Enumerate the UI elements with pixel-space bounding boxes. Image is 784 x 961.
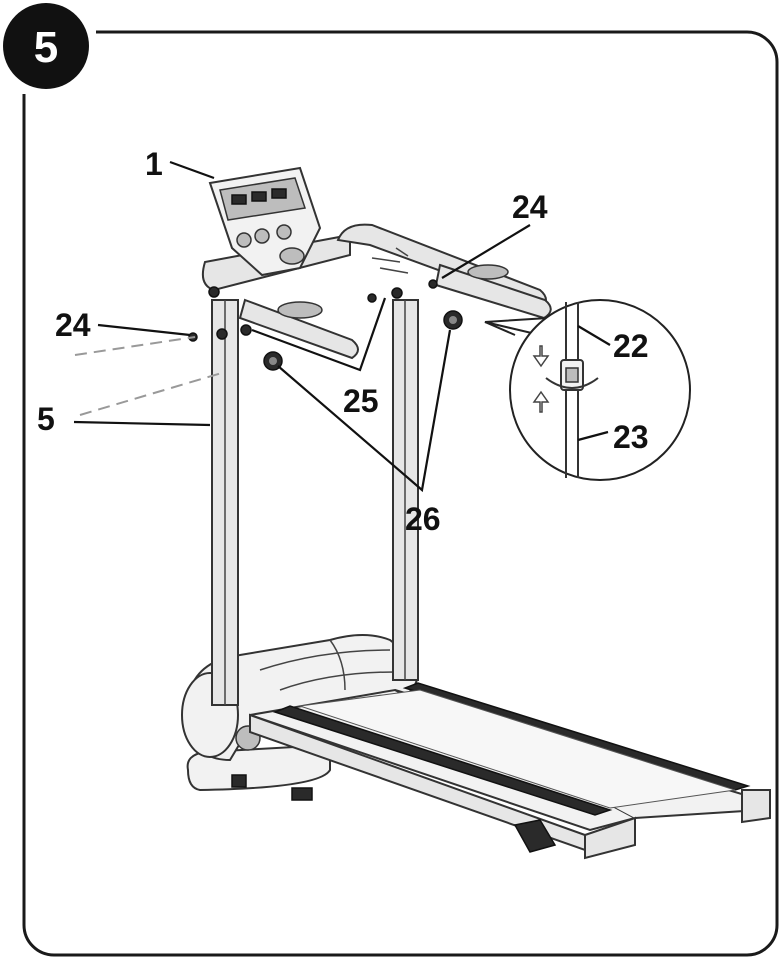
callout-22: 22 bbox=[613, 328, 649, 364]
callout-25: 25 bbox=[343, 383, 379, 419]
console bbox=[208, 166, 322, 277]
callout-labels: 1 24 24 5 25 26 22 23 bbox=[37, 146, 649, 537]
leader-lines bbox=[73, 160, 611, 493]
detail-magnifier bbox=[484, 299, 691, 481]
callout-5: 5 bbox=[37, 401, 55, 437]
assembly-guides bbox=[74, 336, 226, 416]
callout-26: 26 bbox=[405, 501, 441, 537]
step-badge: 5 bbox=[0, 0, 96, 94]
treadmill-drawing bbox=[181, 166, 771, 860]
callout-24-left: 24 bbox=[55, 307, 91, 343]
step-number: 5 bbox=[34, 23, 58, 72]
callout-24-right: 24 bbox=[512, 189, 548, 225]
callout-23: 23 bbox=[613, 419, 649, 455]
callout-1: 1 bbox=[145, 146, 163, 182]
